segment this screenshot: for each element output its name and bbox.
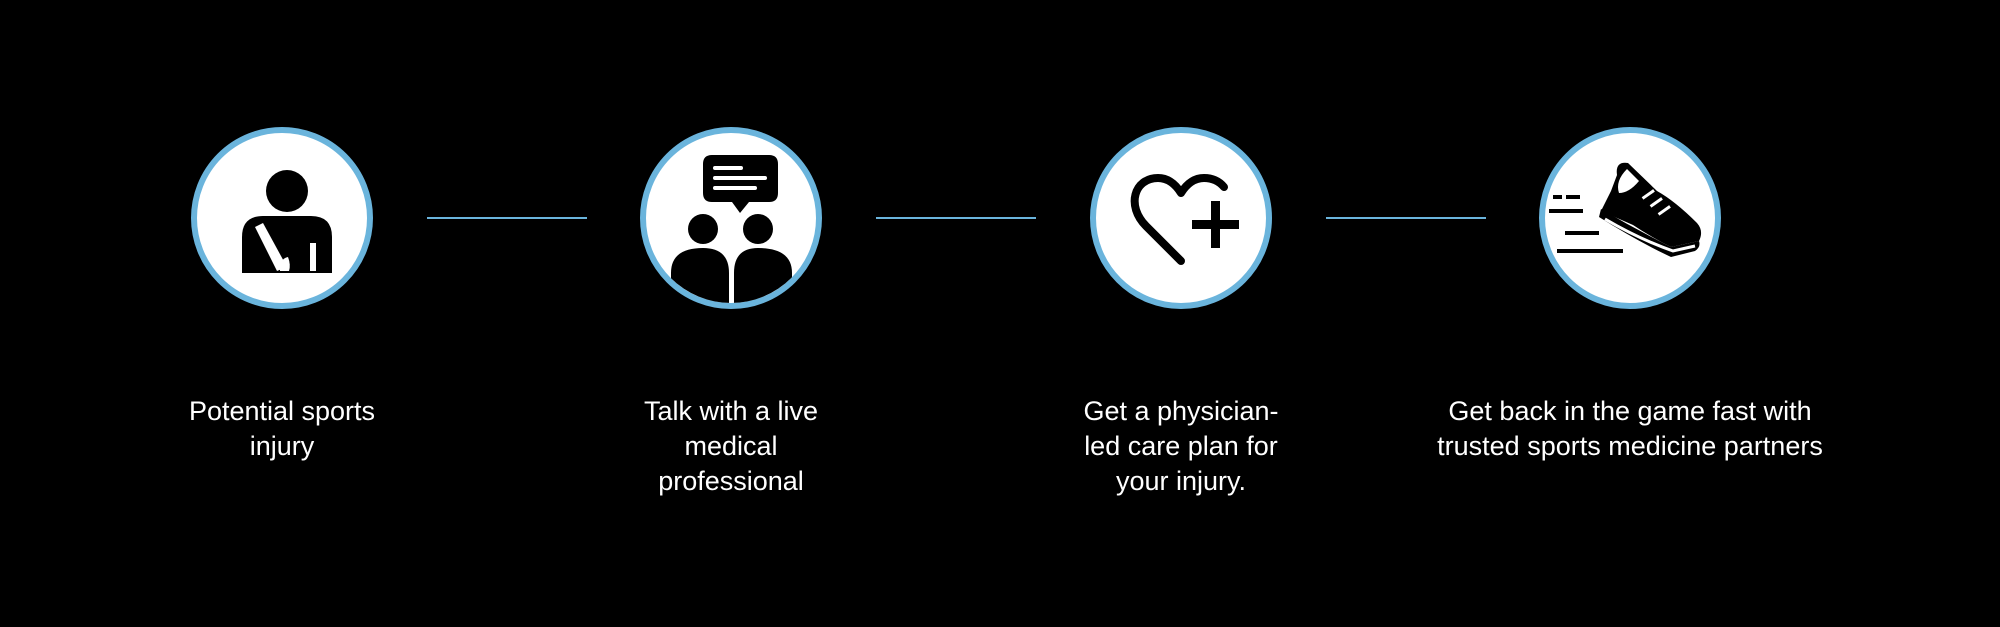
connector-line-3	[1326, 217, 1486, 219]
step-1-label: Potential sports injury	[42, 394, 522, 464]
step-3-label-line-3: your injury.	[1115, 466, 1247, 496]
connector-line-1	[427, 217, 587, 219]
people-chat-bubble-icon	[671, 155, 792, 303]
step-1-label-line-1: Potential sports	[188, 396, 376, 426]
step-4-label-line-1: Get back in the game fast with	[1448, 396, 1812, 426]
heart-plus-icon	[1130, 174, 1239, 265]
step-3-label-line-1: Get a physician-	[1083, 396, 1279, 426]
step-3-label-line-2: led care plan for	[1084, 431, 1278, 461]
step-1-label-line-2: injury	[249, 431, 315, 461]
step-2-label-line-3: professional	[658, 466, 804, 496]
connector-line-2	[876, 217, 1036, 219]
step-2-label: Talk with a live medical professional	[491, 394, 971, 499]
step-4-circle	[1539, 127, 1721, 309]
injured-person-arm-sling-icon	[242, 170, 332, 273]
step-2-circle	[640, 127, 822, 309]
step-1-circle	[191, 127, 373, 309]
running-shoe-icon	[1549, 162, 1702, 257]
step-4-label: Get back in the game fast with trusted s…	[1390, 394, 1870, 464]
step-3-circle	[1090, 127, 1272, 309]
step-3-label: Get a physician- led care plan for your …	[941, 394, 1421, 499]
step-2-label-line-2: medical	[684, 431, 778, 461]
step-4-label-line-2: trusted sports medicine partners	[1437, 431, 1823, 461]
step-2-label-line-1: Talk with a live	[643, 396, 819, 426]
